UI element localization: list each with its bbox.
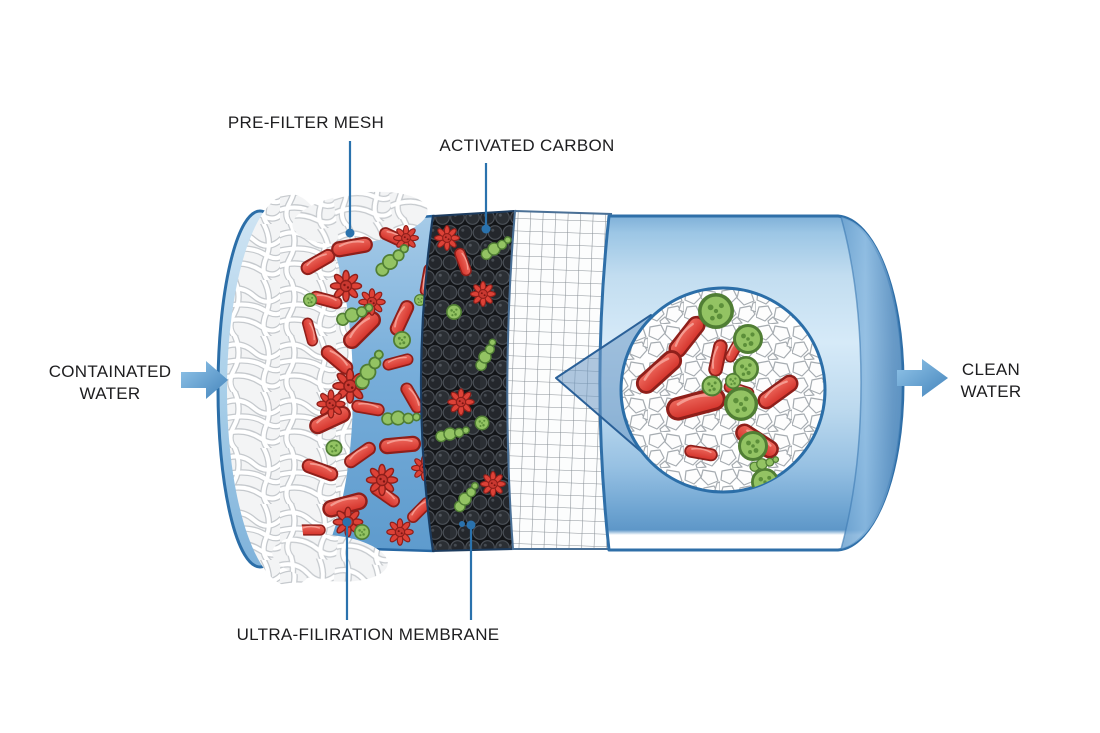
pre-filter-leader <box>345 141 355 238</box>
magnifier-callout <box>555 286 827 494</box>
clean-water-label: CLEAN WATER <box>960 360 1022 401</box>
right-end-cap <box>841 217 902 549</box>
uf-membrane-leader-left <box>342 517 352 620</box>
uf-membrane-leader-right <box>459 520 476 620</box>
flow-arrow-right <box>897 359 948 397</box>
pre-filter-mesh-label: PRE-FILTER MESH <box>227 113 385 132</box>
uf-membrane-label: ULTRA-FILIRATION MEMBRANE <box>236 625 500 644</box>
activated-carbon-label: ACTIVATED CARBON <box>439 136 615 155</box>
flow-arrow-left <box>181 361 228 399</box>
activated-carbon-layer <box>420 209 517 553</box>
activated-carbon-leader <box>481 163 491 234</box>
contaminated-water-label: CONTAINATED WATER <box>48 362 172 403</box>
leader-lines <box>342 141 491 620</box>
